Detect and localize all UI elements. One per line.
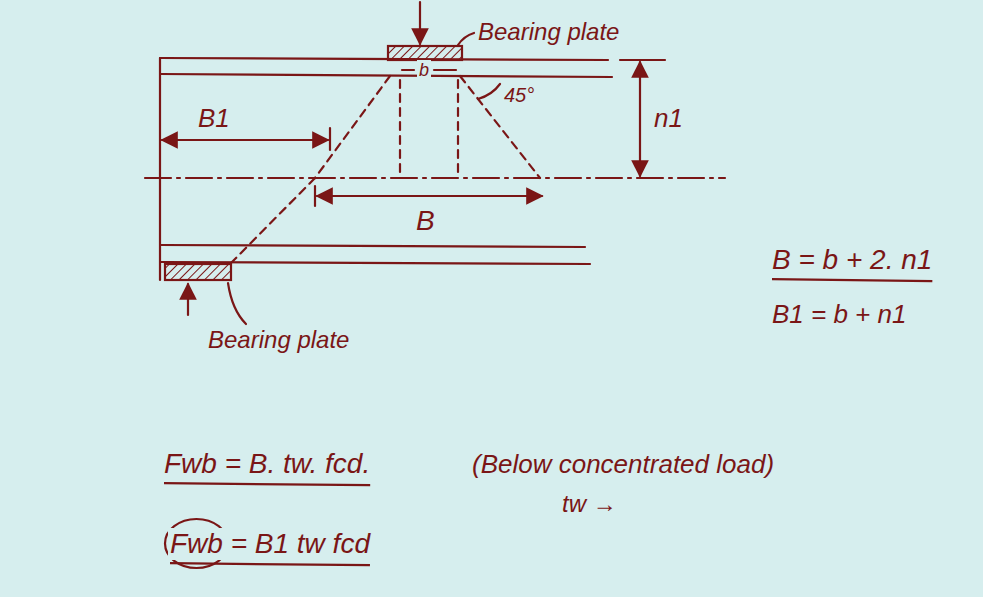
dimension-line: [639, 62, 641, 176]
dimension-label: B1: [196, 104, 232, 134]
formula: Fwb = B. tw. fcd.: [162, 448, 372, 480]
underline: [772, 279, 932, 281]
dispersion-line: [232, 178, 315, 262]
reaction-arrow: [187, 284, 189, 315]
callout-label: Bearing plate: [206, 326, 351, 354]
girder-end: [159, 58, 161, 280]
dimension-line: [162, 139, 328, 141]
leader-line: [458, 33, 474, 45]
projection-line: [457, 80, 459, 176]
flange-line: [160, 58, 608, 60]
bearing-plate: [165, 264, 231, 280]
flange-line: [160, 245, 585, 247]
dimension-tick: [314, 186, 316, 206]
dispersion-line: [315, 76, 390, 178]
dispersion-line: [460, 76, 540, 178]
dimension-line: [317, 195, 542, 197]
note: tw →: [560, 490, 619, 518]
callout-label: Bearing plate: [476, 18, 621, 46]
bearing-plate: [388, 46, 462, 60]
angle-arc: [478, 84, 500, 99]
dimension-label: b: [417, 60, 431, 81]
formula: B1 = b + n1: [770, 300, 908, 330]
dimension-label: B: [414, 205, 437, 237]
angle-label: 45°: [502, 84, 536, 107]
projection-line: [399, 80, 401, 176]
underline: [170, 563, 370, 565]
centre-line: [145, 177, 725, 179]
flange-line: [160, 74, 612, 77]
load-arrow: [419, 2, 421, 44]
dimension-tick: [620, 59, 665, 61]
leader-line: [228, 283, 246, 324]
formula: Fwb = B1 tw fcd: [168, 528, 372, 560]
underline: [164, 483, 370, 485]
dimension-tick: [329, 128, 331, 150]
note: (Below concentrated load): [470, 450, 776, 480]
dimension-line: [434, 69, 456, 71]
dimension-label: n1: [652, 104, 685, 134]
formula: B = b + 2. n1: [770, 244, 934, 276]
dimension-line: [402, 69, 414, 71]
